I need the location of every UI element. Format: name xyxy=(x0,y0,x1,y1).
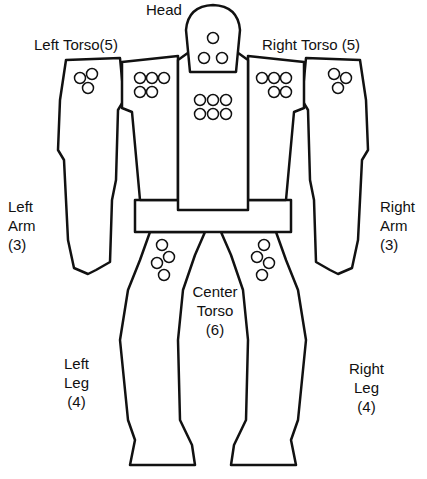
center-torso-armor-circles xyxy=(195,95,232,120)
right-leg-armor-circles xyxy=(252,240,275,281)
right-leg-outline xyxy=(221,232,306,465)
part-label: Right Torso (5) xyxy=(262,36,360,55)
part-label: Right Leg (4) xyxy=(349,360,384,416)
left-leg-outline xyxy=(120,232,205,465)
part-label: Center Torso (6) xyxy=(192,283,237,339)
part-label: Left Torso(5) xyxy=(34,36,118,55)
part-label: Head xyxy=(146,1,182,20)
left-leg-armor-circles xyxy=(152,240,175,281)
right-torso-armor-circles xyxy=(257,73,292,98)
right-arm-armor-circles xyxy=(329,69,352,94)
head-armor-circles xyxy=(199,33,228,64)
left-torso-armor-circles xyxy=(135,73,170,98)
right-torso-outline xyxy=(248,56,304,200)
head-outline xyxy=(186,5,240,72)
right-arm-outline xyxy=(302,58,368,274)
center-torso-outline xyxy=(178,50,248,210)
part-label: Right Arm (3) xyxy=(380,198,415,254)
left-arm-armor-circles xyxy=(75,69,98,94)
part-label: Left Leg (4) xyxy=(64,355,89,411)
left-arm-outline xyxy=(58,58,124,274)
part-label: Left Arm (3) xyxy=(8,198,36,254)
left-torso-outline xyxy=(122,56,178,200)
